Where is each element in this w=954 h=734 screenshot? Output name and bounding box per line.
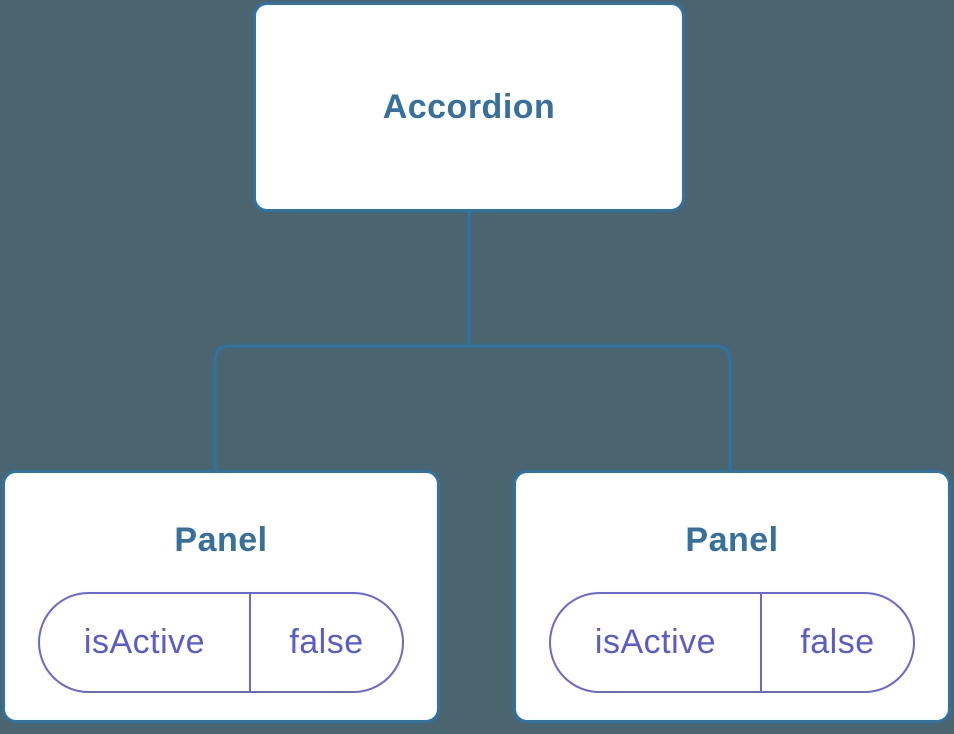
state-value-cell: false	[251, 594, 402, 691]
node-panel-right-label: Panel	[685, 521, 779, 559]
state-pill: isActive false	[38, 592, 404, 693]
state-value-cell: false	[762, 594, 913, 691]
node-accordion-label: Accordion	[382, 87, 556, 126]
state-pill: isActive false	[549, 592, 915, 693]
node-accordion: Accordion	[253, 2, 685, 212]
node-panel-right: Panel isActive false	[513, 470, 951, 723]
node-panel-left-label: Panel	[174, 521, 268, 559]
state-value: false	[800, 623, 875, 661]
state-key: isActive	[594, 623, 717, 661]
state-value: false	[289, 623, 364, 661]
children-bracket-line	[213, 344, 732, 471]
state-key: isActive	[83, 623, 206, 661]
state-key-cell: isActive	[40, 594, 251, 691]
node-panel-left: Panel isActive false	[2, 470, 440, 723]
state-key-cell: isActive	[551, 594, 762, 691]
